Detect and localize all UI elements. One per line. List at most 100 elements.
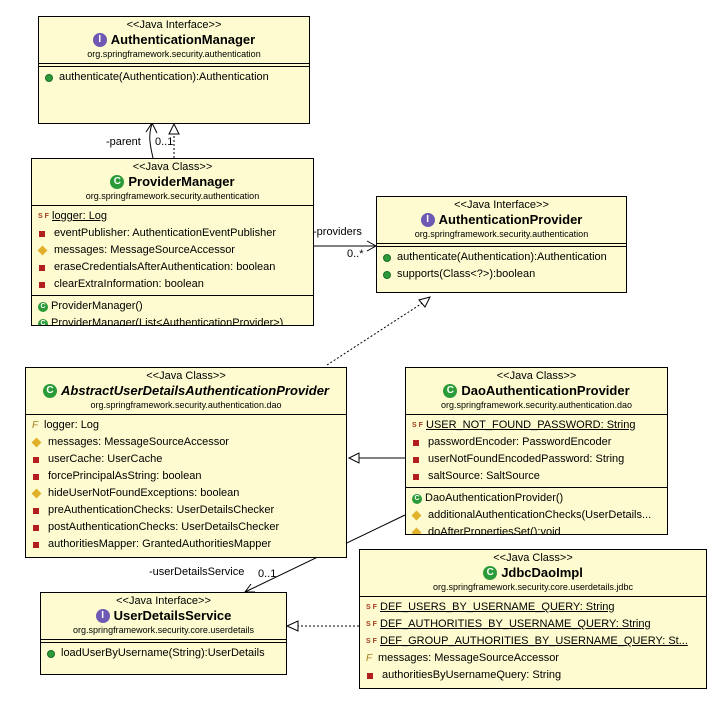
class-icon: C [483, 566, 498, 580]
field-row: saltSource: SaltSource [412, 468, 667, 485]
uds-multiplicity-label: 0..1 [258, 568, 277, 580]
static-final-icon: S F [366, 620, 377, 628]
private-field-icon [413, 439, 419, 446]
field-row: eventPublisher: AuthenticationEventPubli… [38, 225, 313, 242]
package-name: org.springframework.security.authenticat… [85, 191, 260, 201]
uds-role-label: -userDetailsService [149, 566, 245, 578]
method-row: supports(Class<?>):boolean [383, 266, 626, 283]
field-row: forcePrincipalAsString: boolean [32, 468, 346, 485]
providers-multiplicity-label: 0..* [347, 248, 364, 260]
package-name: org.springframework.security.authenticat… [87, 49, 261, 59]
field-row: userCache: UserCache [32, 451, 346, 468]
private-field-icon [367, 672, 373, 679]
field-row: clearExtraInformation: boolean [38, 276, 313, 293]
stereotype: <<Java Class>> [132, 161, 213, 173]
method-row: authenticate(Authentication):Authenticat… [45, 69, 309, 86]
interface-icon: I [92, 33, 107, 47]
method-row: additionalAuthenticationChecks(UserDetai… [411, 507, 667, 524]
private-field-icon [39, 264, 45, 271]
providers-role-label: -providers [313, 226, 362, 238]
final-field-icon: F [32, 419, 39, 431]
protected-field-icon [31, 437, 42, 448]
stereotype: <<Java Interface>> [454, 199, 549, 211]
private-field-icon [413, 456, 419, 463]
parent-multiplicity-label: 0..1 [155, 136, 174, 148]
field-row: userNotFoundEncodedPassword: String [412, 451, 667, 468]
field-row: eraseCredentialsAfterAuthentication: boo… [38, 259, 313, 276]
class-name: ProviderManager [128, 174, 235, 189]
package-name: org.springframework.security.core.userde… [73, 625, 254, 635]
public-method-icon [45, 73, 53, 82]
parent-association-line [149, 123, 154, 159]
field-row: postAuthenticationChecks: UserDetailsChe… [32, 519, 346, 536]
static-final-icon: S F [412, 421, 423, 429]
private-field-icon [33, 473, 39, 480]
interface-icon: I [95, 609, 110, 623]
stereotype: <<Java Class>> [146, 370, 226, 382]
field-row: messages: MessageSourceAccessor [37, 242, 313, 259]
package-name: org.springframework.security.authenticat… [441, 400, 632, 410]
realization-line-abstract [326, 301, 425, 366]
stereotype: <<Java Interface>> [116, 595, 211, 607]
stereotype: <<Java Interface>> [126, 19, 222, 31]
abstract-class-icon: C [42, 384, 57, 398]
protected-method-icon [411, 527, 422, 534]
static-final-icon: S F [38, 212, 49, 220]
protected-method-icon [411, 510, 422, 521]
class-name: JdbcDaoImpl [501, 565, 583, 580]
class-name: DaoAuthenticationProvider [461, 383, 630, 398]
private-field-icon [33, 541, 39, 548]
generalization-head-dao [347, 452, 360, 464]
realization-head-jdbc [285, 620, 299, 632]
methods-section: loadUserByUsername(String):UserDetails [41, 642, 286, 664]
class-name: UserDetailsService [113, 608, 232, 623]
parent-association-arrow [145, 122, 158, 134]
stereotype: <<Java Class>> [496, 370, 577, 382]
parent-role-label: -parent [106, 136, 141, 148]
private-field-icon [33, 524, 39, 531]
final-field-icon: F [366, 652, 373, 664]
realization-head-abstract [418, 296, 431, 308]
method-row: authenticate(Authentication):Authenticat… [383, 249, 626, 266]
protected-field-icon [37, 245, 48, 256]
constructor-icon: C [412, 493, 422, 504]
constructor-icon: C [38, 318, 48, 325]
stereotype: <<Java Class>> [493, 552, 573, 564]
class-name: AuthenticationProvider [438, 212, 583, 227]
public-method-icon [383, 253, 391, 262]
field-row: messages: MessageSourceAccessor [31, 434, 346, 451]
interface-icon: I [420, 213, 435, 227]
constructor-icon: C [38, 301, 48, 312]
protected-field-icon [31, 488, 42, 499]
private-field-icon [39, 281, 45, 288]
class-icon: C [110, 175, 125, 189]
static-final-icon: S F [366, 603, 377, 611]
field-row: authoritiesMapper: GrantedAuthoritiesMap… [32, 536, 346, 553]
field-row: passwordEncoder: PasswordEncoder [412, 434, 667, 451]
methods-section: authenticate(Authentication):Authenticat… [39, 66, 309, 88]
private-field-icon [33, 456, 39, 463]
realization-head-pm [168, 122, 180, 135]
